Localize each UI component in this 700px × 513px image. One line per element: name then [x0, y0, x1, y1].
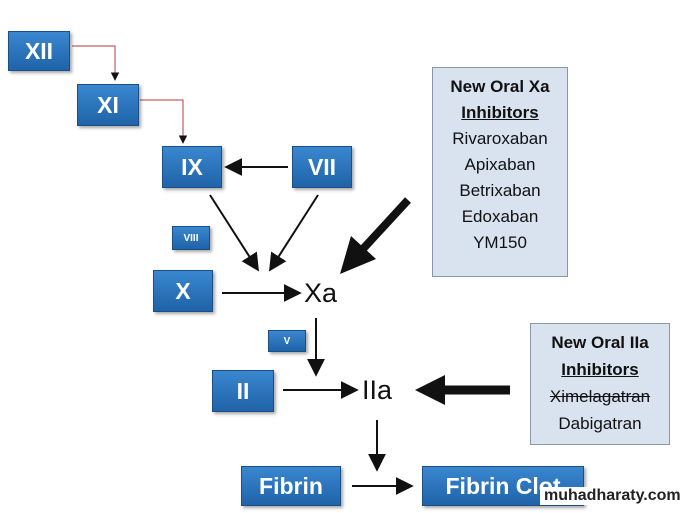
- factor-vii-box: VII: [292, 146, 352, 188]
- factor-viii-box: VIII: [172, 226, 210, 250]
- xa-label: Xa: [304, 278, 338, 308]
- factor-xii-box: XII: [8, 31, 70, 71]
- factor-x-label: X: [175, 277, 191, 304]
- xa-inhibitor-arrowhead: [340, 236, 376, 274]
- xa-inhibitors-box: New Oral Xa Inhibitors Rivaroxaban Apixa…: [432, 67, 568, 277]
- factor-x-box: X: [153, 270, 213, 312]
- factor-vii-label: VII: [307, 153, 337, 180]
- arrow-xii-to-xi: [72, 45, 120, 81]
- iia-drug-ximelagatran: Ximelagatran: [549, 387, 651, 406]
- xa-drug-betrixaban: Betrixaban: [459, 181, 541, 200]
- fibrin-label: Fibrin: [259, 472, 323, 499]
- xa-inhibitors-subtitle: Inhibitors: [461, 103, 539, 122]
- factor-xii-label: XII: [24, 37, 54, 64]
- factor-ii-box: II: [212, 370, 274, 412]
- arrow-xi-to-ix: [140, 99, 188, 144]
- xa-drug-rivaroxaban: Rivaroxaban: [452, 129, 548, 148]
- xa-drug-apixaban: Apixaban: [464, 155, 536, 174]
- watermark-text: muhadharaty.com: [540, 487, 685, 505]
- fibrin-box: Fibrin: [241, 466, 341, 506]
- factor-xi-label: XI: [97, 91, 119, 118]
- factor-xi-box: XI: [77, 84, 139, 126]
- xa-inhibitors-title: New Oral Xa: [450, 77, 550, 96]
- factor-v-box: V: [268, 330, 306, 352]
- iia-inhibitors-box: New Oral IIa Inhibitors Ximelagatran Dab…: [530, 323, 670, 445]
- iia-inhibitor-arrowhead: [415, 375, 445, 405]
- xa-drug-ym150: YM150: [473, 233, 527, 252]
- arrow-ix-to-xa: [209, 194, 259, 272]
- xa-drug-edoxaban: Edoxaban: [461, 207, 539, 226]
- factor-ix-label: IX: [181, 153, 203, 180]
- xa-inhibitor-line: [359, 197, 411, 253]
- iia-inhibitors-subtitle: Inhibitors: [561, 360, 639, 379]
- iia-label: IIa: [362, 375, 393, 405]
- factor-viii-label: VIII: [183, 232, 199, 244]
- iia-inhibitors-title: New Oral IIa: [551, 333, 649, 352]
- iia-drug-dabigatran: Dabigatran: [558, 414, 642, 433]
- factor-ii-label: II: [236, 377, 250, 404]
- arrow-vii-to-xa: [269, 194, 319, 272]
- factor-v-label: V: [283, 335, 291, 347]
- factor-ix-box: IX: [162, 146, 222, 188]
